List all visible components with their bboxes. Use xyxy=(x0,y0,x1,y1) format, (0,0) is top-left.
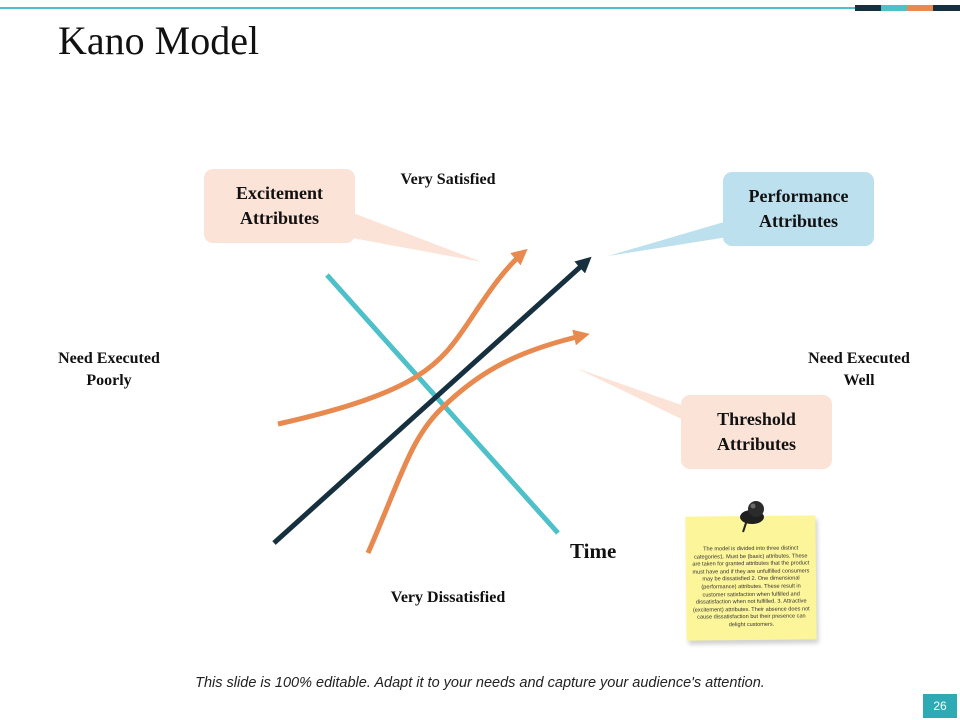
threshold-callout-line2: Attributes xyxy=(717,434,796,454)
need-executed-well-line1: Need Executed xyxy=(808,350,910,367)
excitement-attributes-callout: Excitement Attributes xyxy=(204,169,355,243)
slide-footer: This slide is 100% editable. Adapt it to… xyxy=(195,675,765,691)
basic-dissatisfaction-line xyxy=(325,273,560,535)
performance-line xyxy=(272,256,592,545)
threshold-curve xyxy=(365,329,590,555)
very-dissatisfied-label: Very Dissatisfied xyxy=(390,589,506,606)
performance-callout-line1: Performance xyxy=(748,186,849,206)
threshold-attributes-callout: Threshold Attributes xyxy=(681,395,832,469)
need-executed-well-line2: Well xyxy=(843,372,875,389)
excitement-curve xyxy=(277,248,528,427)
need-executed-well-label: Need Executed Well xyxy=(784,348,934,392)
slide-title: Kano Model xyxy=(58,18,260,63)
performance-callout-line2: Attributes xyxy=(758,211,838,231)
need-executed-poorly-line1: Need Executed xyxy=(58,350,160,367)
excitement-callout-line2: Attributes xyxy=(240,208,319,228)
excitement-callout-pointer xyxy=(340,208,482,262)
need-executed-poorly-line2: Poorly xyxy=(86,372,132,389)
top-accent-segment-teal xyxy=(881,5,907,11)
page-number: 26 xyxy=(923,694,957,718)
top-accent-line xyxy=(0,7,855,9)
threshold-callout-pointer xyxy=(576,368,700,428)
sticky-note-text: The model is divided into three distinct… xyxy=(692,545,810,629)
top-accent-segment-orange xyxy=(907,5,933,11)
top-accent-segment-navy-2 xyxy=(933,5,960,11)
performance-callout-pointer xyxy=(608,222,734,256)
performance-attributes-callout: Performance Attributes xyxy=(723,172,874,246)
time-axis-label: Time xyxy=(570,539,617,563)
sticky-note: The model is divided into three distinct… xyxy=(685,515,817,641)
need-executed-poorly-label: Need Executed Poorly xyxy=(34,348,184,392)
very-satisfied-label: Very Satisfied xyxy=(400,171,496,188)
push-pin-icon xyxy=(740,501,764,533)
top-accent-segment-navy xyxy=(855,5,881,11)
threshold-callout-line1: Threshold xyxy=(717,409,796,429)
excitement-callout-line1: Excitement xyxy=(236,183,323,203)
